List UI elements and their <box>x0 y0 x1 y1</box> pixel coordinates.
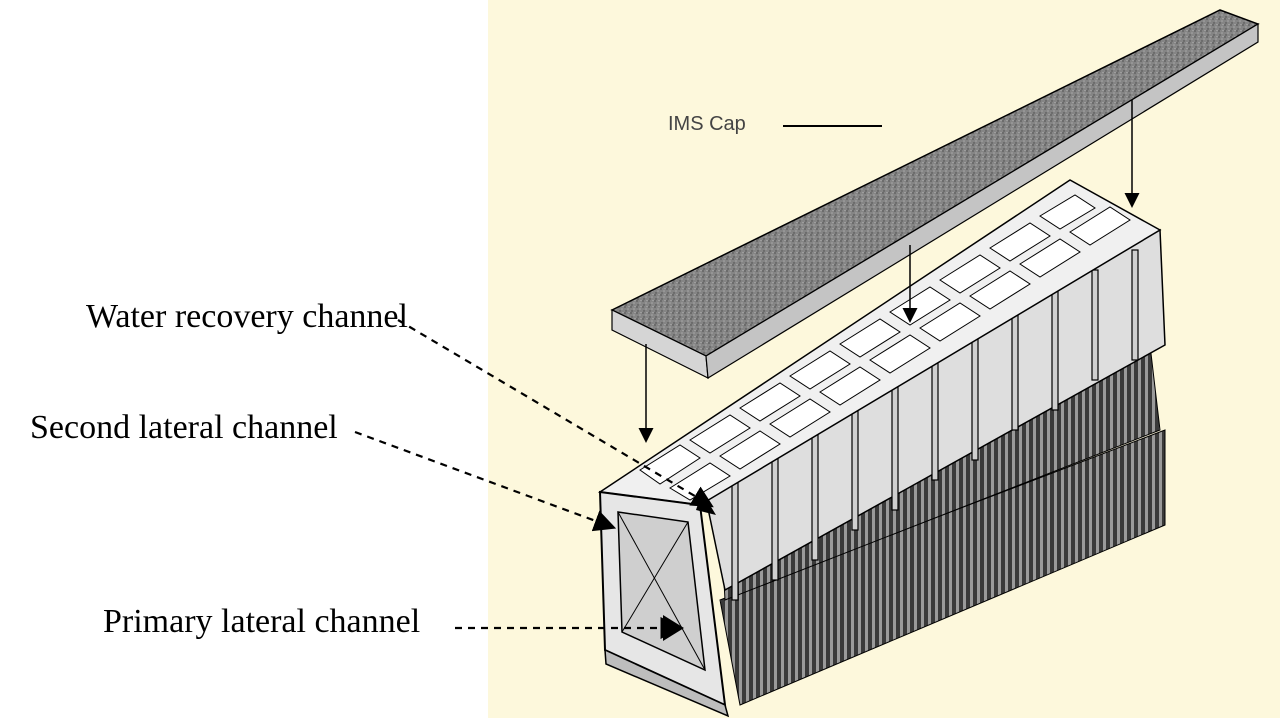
water-recovery-leader <box>397 319 714 508</box>
ims-cap-plate <box>610 9 1260 380</box>
primary-lateral-channel-label: Primary lateral channel <box>103 603 421 640</box>
callout-leaders <box>354 319 714 639</box>
top-cells <box>639 194 1131 501</box>
lower-fin-block <box>719 429 1166 706</box>
second-lateral-leader <box>354 430 617 532</box>
ims-cap-label: IMS Cap <box>668 113 746 135</box>
end-face-base <box>604 648 730 718</box>
cap-placement-arrows <box>638 100 1140 443</box>
module-body <box>597 179 1166 718</box>
primary-channel-marker <box>663 615 684 641</box>
water-channel-marker <box>696 492 716 515</box>
second-lateral-channel-label: Second lateral channel <box>30 409 338 446</box>
water-recovery-channel-label: Water recovery channel <box>86 298 408 335</box>
